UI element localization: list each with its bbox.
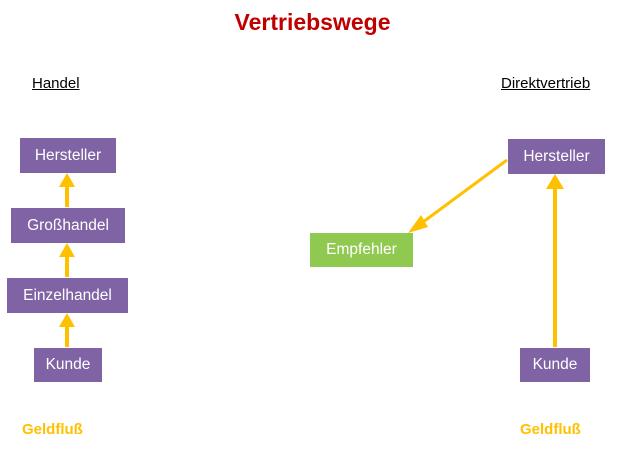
arrow-einzelhandel-grosshandel (59, 243, 75, 277)
arrow-grosshandel-hersteller (59, 173, 75, 207)
node-label: Hersteller (34, 146, 102, 164)
page-title: Vertriebswege (234, 9, 391, 35)
node-label: Großhandel (27, 216, 109, 234)
flow-label-direktvertrieb-geldfluss: Geldfluß (520, 421, 581, 438)
arrow-direkt-kunde-hersteller (546, 174, 564, 347)
node-label: Kunde (532, 356, 578, 374)
column-heading-direktvertrieb: Direktvertrieb (501, 75, 591, 92)
node-handel-hersteller[interactable]: Hersteller (20, 138, 116, 173)
node-label: Einzelhandel (23, 286, 112, 304)
arrow-direkt-hersteller-empfehler (408, 158, 508, 233)
node-direkt-kunde[interactable]: Kunde (520, 348, 590, 382)
node-label: Kunde (45, 356, 91, 374)
node-direkt-empfehler[interactable]: Empfehler (310, 233, 413, 267)
node-direkt-hersteller[interactable]: Hersteller (508, 139, 605, 174)
flow-label-handel-geldfluss: Geldfluß (22, 421, 83, 438)
node-handel-grosshandel[interactable]: Großhandel (11, 208, 125, 243)
node-label: Hersteller (523, 147, 590, 165)
node-handel-kunde[interactable]: Kunde (34, 348, 102, 382)
node-label: Empfehler (326, 241, 397, 259)
node-handel-einzelhandel[interactable]: Einzelhandel (7, 278, 128, 313)
arrow-kunde-einzelhandel (59, 313, 75, 347)
column-heading-handel: Handel (32, 75, 80, 92)
